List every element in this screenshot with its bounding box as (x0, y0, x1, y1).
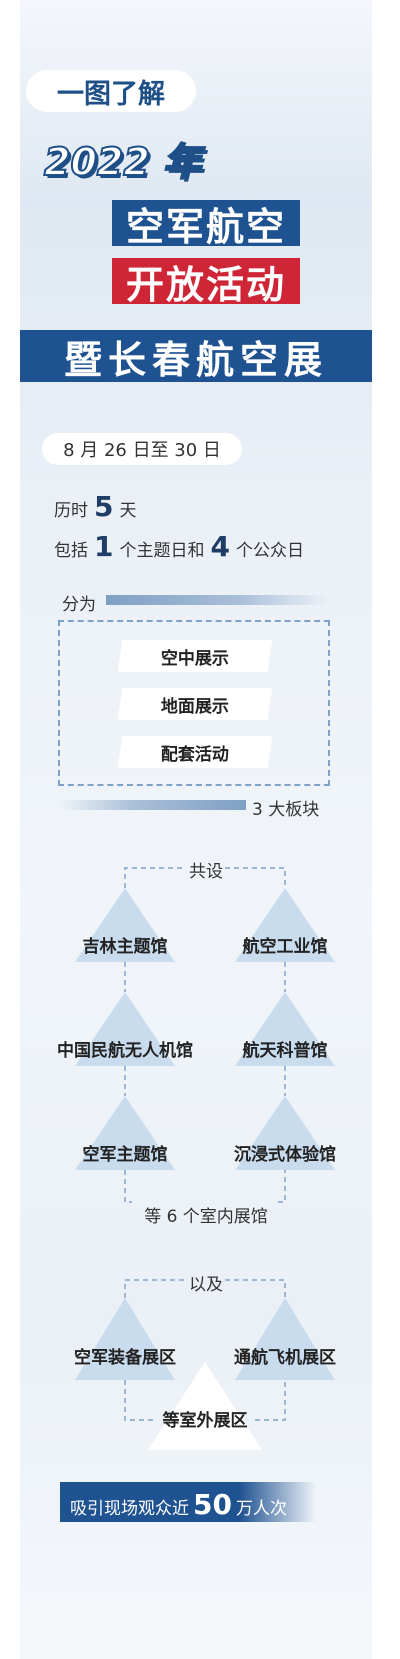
duration-suffix: 天 (119, 501, 137, 521)
include-prefix: 包括 (54, 541, 88, 561)
triangle-shape (235, 992, 335, 1066)
triangle-shape (75, 1096, 175, 1170)
hall-space-science: 航天科普馆 (242, 1041, 328, 1061)
indoor-summary: 等 6 个室内展馆 (144, 1207, 268, 1227)
year-title: 2022 年 (43, 139, 202, 185)
theme-day-number: 1 (94, 530, 114, 563)
sections-box (58, 620, 330, 786)
visitor-prefix: 吸引现场观众近 (70, 1499, 189, 1519)
connector-line (124, 1170, 132, 1203)
triangle-shape (75, 992, 175, 1066)
public-day-number: 4 (210, 530, 230, 563)
outdoor-summary: 等室外展区 (162, 1411, 248, 1431)
section-item: 空中展示 (117, 640, 273, 672)
sections-total: 3 大板块 (252, 800, 320, 820)
section-item-label: 地面展示 (161, 696, 229, 717)
banner-open-event: 开放活动 (112, 258, 300, 307)
triangle-shape (235, 1096, 335, 1170)
infographic: 一图了解 2022 年 空军航空 开放活动 暨长春航空展 8 月 26 日至 3… (20, 0, 372, 1659)
hall-civil-drone: 中国民航无人机馆 (57, 1041, 193, 1061)
section-item: 配套活动 (117, 736, 273, 768)
indoor-label: 共设 (189, 862, 223, 882)
total-bar (60, 800, 246, 810)
visitor-number: 50 (193, 1488, 232, 1521)
section-item-label: 空中展示 (161, 648, 229, 669)
area-general-aviation: 通航飞机展区 (234, 1348, 336, 1368)
theme-day-text: 个主题日和 (119, 541, 205, 561)
hall-aviation-industry: 航空工业馆 (242, 937, 328, 957)
triangle-shape (75, 888, 175, 962)
divide-label: 分为 (62, 595, 96, 615)
connector-line (225, 1279, 286, 1298)
visitor-count-bar: 吸引现场观众近 50 万人次 (60, 1482, 316, 1522)
date-pill: 8 月 26 日至 30 日 (42, 433, 242, 465)
connector-line (124, 1279, 185, 1298)
triangle-shape (148, 1362, 262, 1450)
duration-number: 5 (94, 490, 114, 523)
hall-immersive: 沉浸式体验馆 (234, 1145, 336, 1165)
hall-air-force: 空军主题馆 (82, 1145, 168, 1165)
triangle-shape (75, 1298, 175, 1380)
section-item: 地面展示 (117, 688, 273, 720)
indoor-triangles (75, 867, 335, 1203)
public-day-text: 个公众日 (235, 541, 304, 561)
area-air-force-equipment: 空军装备展区 (74, 1348, 176, 1368)
connector-line (255, 1380, 286, 1421)
divide-bar (106, 595, 328, 605)
connector-line (225, 867, 286, 888)
outdoor-triangles (75, 1279, 335, 1450)
duration-prefix: 历时 (54, 501, 88, 521)
days-line: 包括 1 个主题日和 4 个公众日 (54, 530, 304, 563)
triangle-shape (235, 1298, 335, 1380)
banner-airshow: 暨长春航空展 (20, 330, 372, 382)
connector-line (124, 1380, 155, 1421)
outdoor-label: 以及 (189, 1275, 223, 1295)
hall-jilin: 吉林主题馆 (82, 937, 168, 957)
section-item-label: 配套活动 (161, 744, 229, 765)
duration-line: 历时 5 天 (54, 490, 136, 523)
banner-air-force: 空军航空 (112, 200, 300, 249)
visitor-suffix: 万人次 (235, 1499, 287, 1519)
intro-pill: 一图了解 (26, 70, 196, 112)
connector-line (124, 867, 185, 888)
triangle-shape (235, 888, 335, 962)
connector-line (278, 1170, 286, 1203)
